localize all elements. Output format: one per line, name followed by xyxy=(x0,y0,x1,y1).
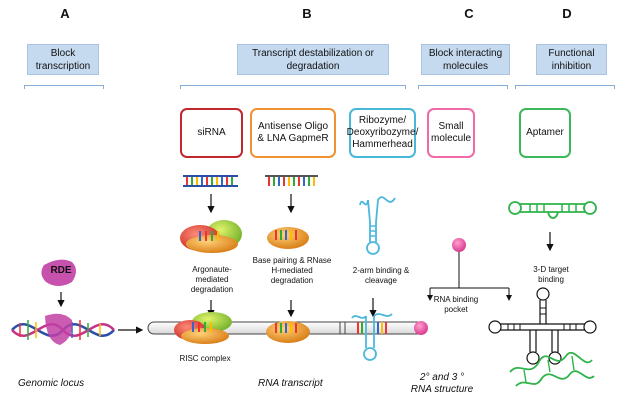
risc-complex-icon xyxy=(174,312,232,344)
panel-letter-d: D xyxy=(562,6,572,21)
bracket-a xyxy=(24,85,104,89)
bracket-d xyxy=(515,85,615,89)
aptamer-icon xyxy=(508,201,597,219)
caption-target-binding: 3-D target binding xyxy=(533,265,569,284)
header-block-interacting: Block interacting molecules xyxy=(421,44,510,75)
rna-structure-icon xyxy=(488,287,597,365)
rnase-h-on-transcript-icon xyxy=(266,321,310,343)
bracket-b xyxy=(180,85,406,89)
sirna-duplex-icon xyxy=(183,175,238,187)
small-molecule-ball-icon xyxy=(452,238,466,252)
rde-protein-icon xyxy=(41,259,76,286)
panel-letter-c: C xyxy=(464,6,474,21)
rde-label: RDE xyxy=(50,265,72,276)
label-genomic-locus: Genomic locus xyxy=(18,378,85,389)
caption-base-pairing: Base pairing & RNase H-mediated degradat… xyxy=(252,256,332,285)
caption-rna-binding-pocket: RNA binding pocket xyxy=(433,295,479,314)
aptamer-bound-icon xyxy=(509,352,595,387)
box-antisense: Antisense Oligo & LNA GapmeR xyxy=(250,108,336,158)
panel-letter-b: B xyxy=(302,6,312,21)
bracket-c xyxy=(418,85,508,89)
box-sirna: siRNA xyxy=(180,108,243,158)
label-rna-transcript: RNA transcript xyxy=(258,378,323,389)
rnase-h-complex-icon xyxy=(267,227,309,249)
caption-risc-complex: RISC complex xyxy=(179,354,231,363)
caption-two-arm: 2-arm binding & cleavage xyxy=(352,266,410,285)
dna-helix-icon xyxy=(11,313,115,345)
header-block-transcription: Block transcription xyxy=(27,44,99,75)
header-functional-inhibition: Functional inhibition xyxy=(536,44,607,75)
antisense-duplex-icon xyxy=(265,175,318,186)
ribozyme-on-transcript-icon xyxy=(351,313,393,361)
ribozyme-icon xyxy=(359,196,396,255)
argonaute-complex-icon xyxy=(180,220,242,253)
caption-argonaute: Argonaute-mediated degradation xyxy=(190,265,234,294)
box-small-molecule: Small molecule xyxy=(427,108,475,158)
header-transcript-degradation: Transcript destabilization or degradatio… xyxy=(237,44,389,75)
box-aptamer: Aptamer xyxy=(519,108,571,158)
panel-letter-a: A xyxy=(60,6,70,21)
label-rna-structure: 2° and 3 ° RNA structure xyxy=(410,372,474,395)
box-ribozyme: Ribozyme/ Deoxyribozyme/ Hammerhead xyxy=(347,108,418,158)
